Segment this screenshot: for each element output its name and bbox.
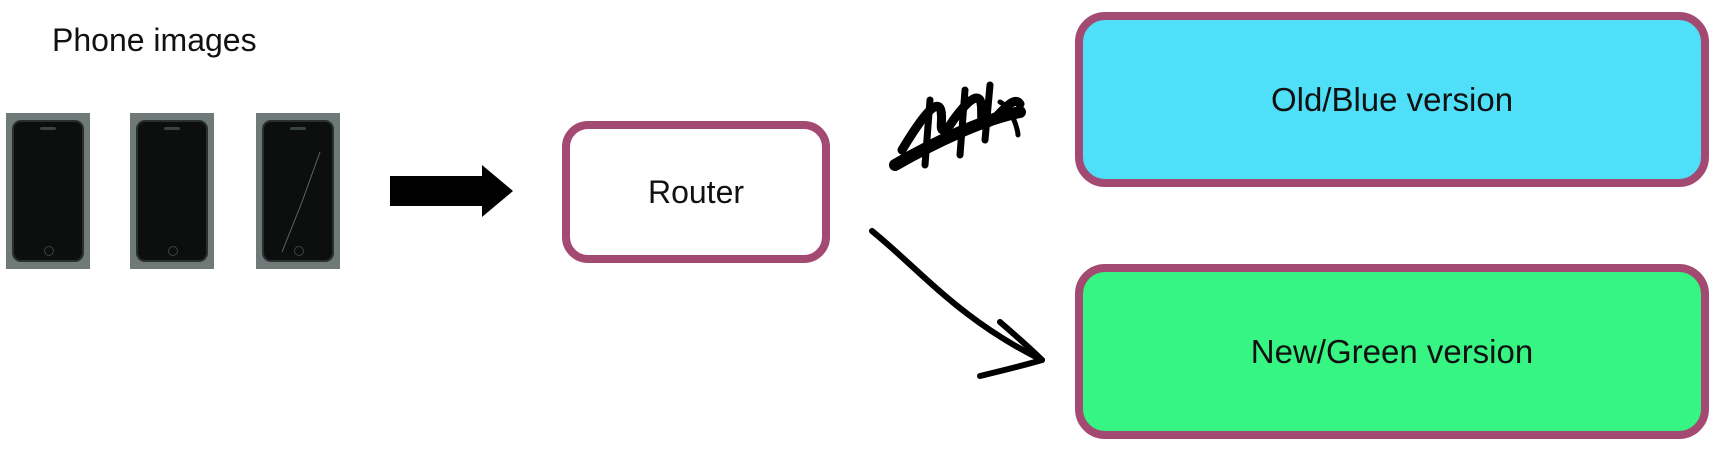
new-green-version-box: New/Green version [1075, 264, 1709, 439]
router-box: Router [562, 121, 830, 263]
old-version-label: Old/Blue version [1270, 80, 1514, 118]
curved-arrow-to-new [869, 228, 1045, 379]
phone-images-title: Phone images [52, 22, 257, 58]
phone-image-2 [130, 113, 214, 269]
scribbled-arrow-to-old [889, 81, 1026, 171]
phone-image-1 [6, 113, 90, 269]
phone-image-3 [256, 113, 340, 269]
old-blue-version-box: Old/Blue version [1075, 12, 1709, 187]
router-label: Router [647, 173, 745, 210]
new-version-label: New/Green version [1250, 332, 1534, 370]
block-arrow [390, 165, 513, 217]
